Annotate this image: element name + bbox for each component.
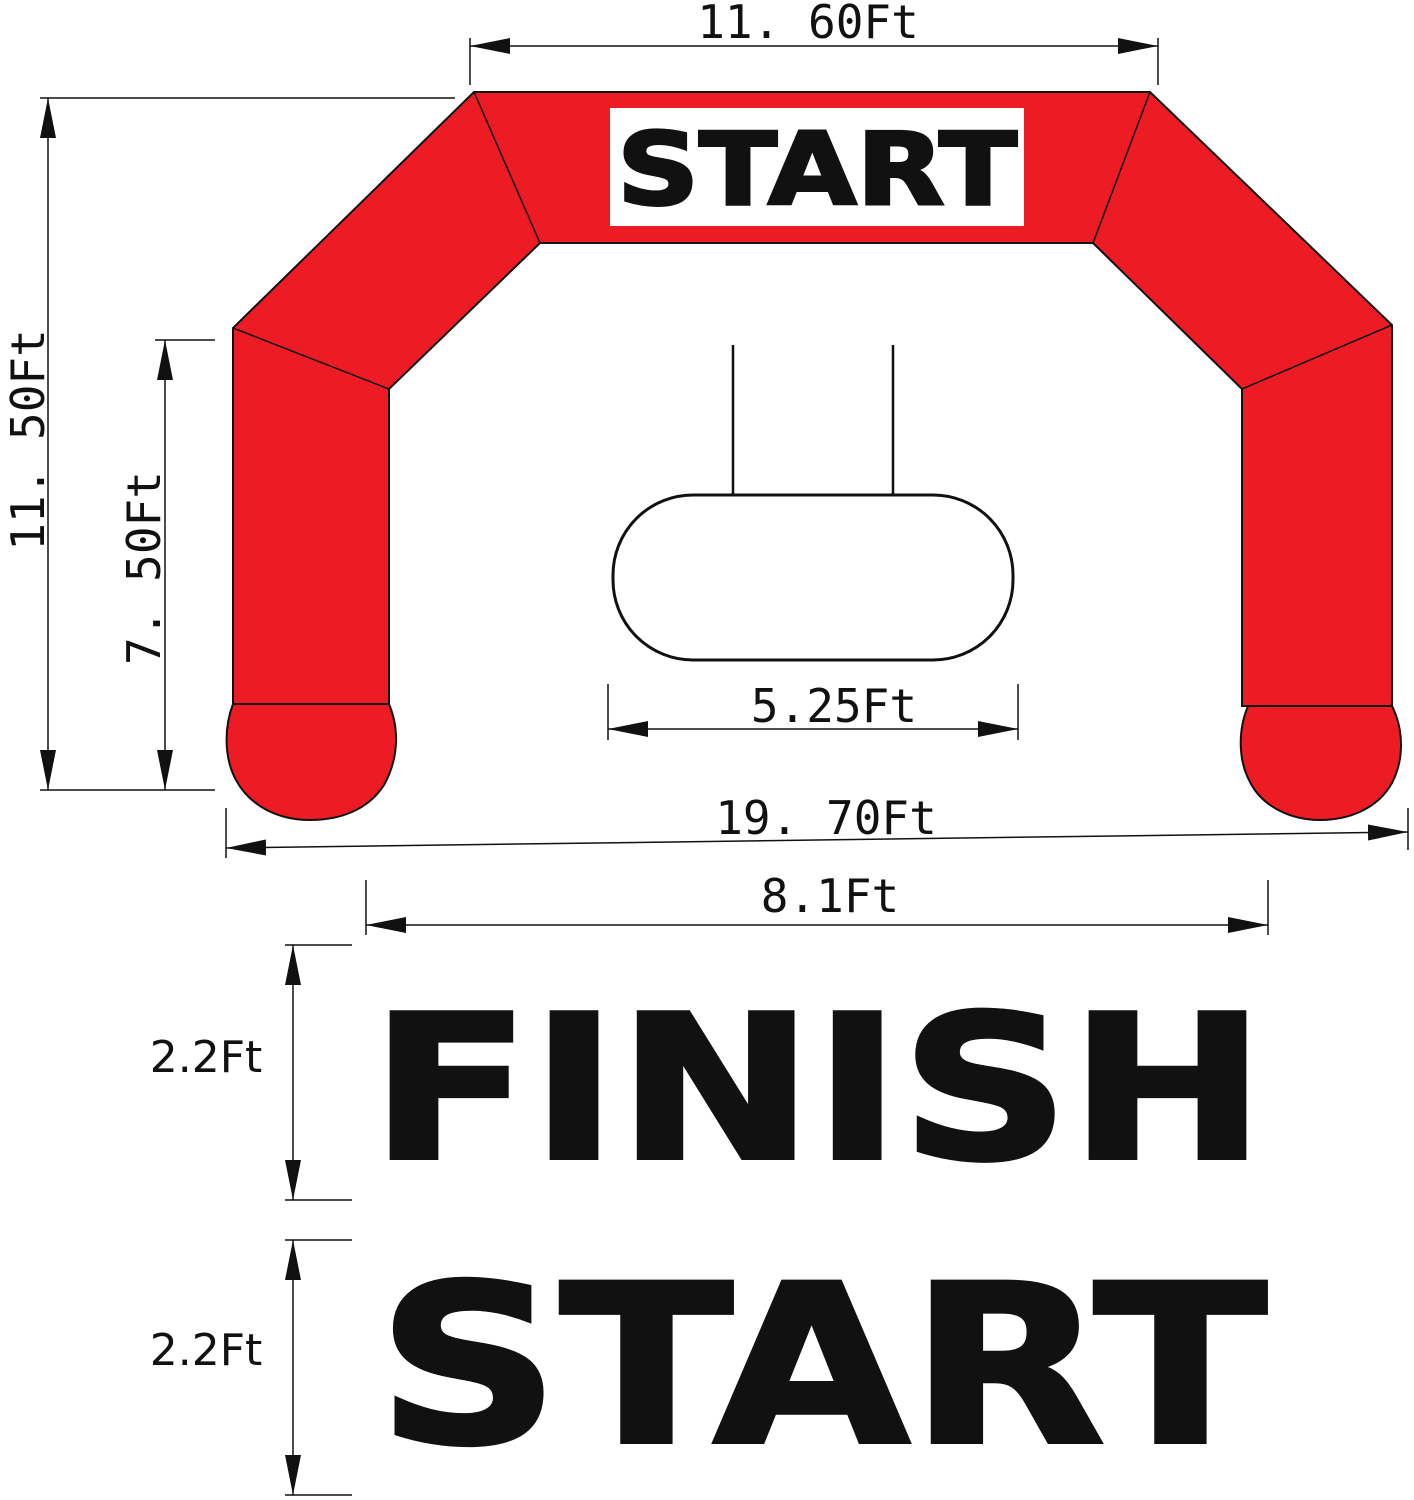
hanging-sign [611, 345, 1015, 662]
top-width-label: 11. 60Ft [697, 0, 919, 49]
start-banner-text: START [377, 1238, 1267, 1494]
start-banner-height-label: 2.2Ft [150, 1325, 263, 1376]
right-foot [1239, 705, 1402, 822]
banner-width-label: 8.1Ft [761, 869, 899, 923]
finish-banner-height-label: 2.2Ft [150, 1032, 263, 1083]
finish-banner-text: FINISH [371, 973, 1266, 1206]
arch-banner-text: START [617, 111, 1017, 228]
sign-width-label: 5.25Ft [751, 679, 917, 733]
left-foot [225, 703, 398, 822]
arch-banner-background [610, 108, 1024, 226]
sign-board [611, 493, 1015, 662]
dimension-lines [40, 37, 1409, 1496]
leg-height-label: 7. 50Ft [117, 471, 171, 665]
base-width-label: 19. 70Ft [715, 791, 937, 845]
total-height-label: 11. 50Ft [1, 329, 55, 551]
arch-seams [232, 91, 1393, 390]
arch: START [225, 91, 1402, 822]
